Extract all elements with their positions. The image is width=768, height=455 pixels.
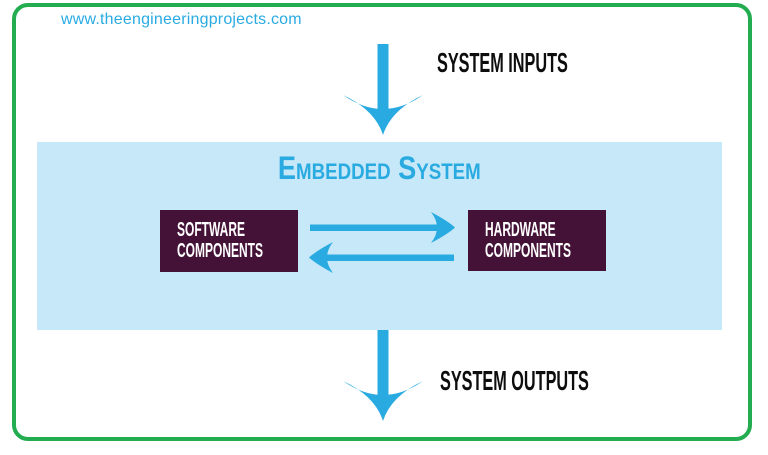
- hardware-components-box: HARDWARE COMPONENTS: [468, 210, 606, 271]
- software-label-line1: SOFTWARE: [177, 219, 246, 241]
- arrow-right-icon: [310, 212, 455, 243]
- embedded-system-panel: Embedded System SOFTWARE COMPONENTS HARD…: [37, 142, 722, 330]
- software-label-line2: COMPONENTS: [177, 240, 264, 262]
- embedded-system-title: Embedded System: [278, 150, 481, 186]
- system-inputs-label: SYSTEM INPUTS: [437, 47, 568, 78]
- hardware-label-line1: HARDWARE: [485, 218, 556, 241]
- panel-title-wrap: Embedded System: [37, 152, 722, 184]
- arrow-down-output-icon: [343, 330, 423, 421]
- arrow-left-icon: [309, 242, 454, 273]
- arrow-down-input-icon: [343, 44, 423, 135]
- watermark-text: www.theengineeringprojects.com: [61, 11, 302, 28]
- hardware-label-line2: COMPONENTS: [485, 239, 572, 262]
- border-frame: [12, 3, 752, 441]
- system-outputs-label: SYSTEM OUTPUTS: [440, 365, 589, 396]
- software-components-box: SOFTWARE COMPONENTS: [160, 210, 298, 272]
